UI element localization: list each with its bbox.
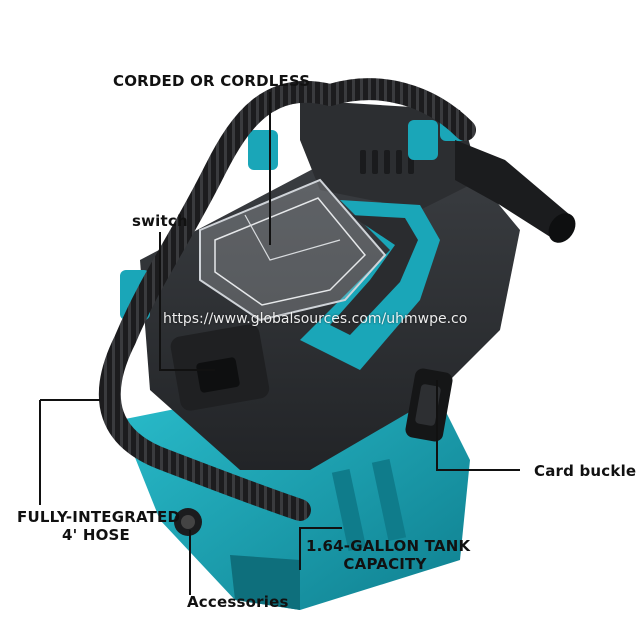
power-switch [170, 324, 270, 411]
watermark-text: https://www.globalsources.com/uhmwpe.co [163, 311, 468, 327]
accessory-port [174, 508, 202, 536]
label-tank-line1: 1.64-GALLON TANK [306, 537, 471, 555]
label-hose: FULLY-INTEGRATED 4' HOSE [17, 508, 181, 544]
label-tank-line2: CAPACITY [343, 555, 427, 573]
callout-lines [39, 92, 520, 595]
carry-handle [300, 200, 440, 370]
label-tank-capacity: 1.64-GALLON TANK CAPACITY [306, 537, 471, 573]
hose-nozzle [455, 140, 576, 243]
hose [98, 78, 476, 521]
card-buckle-latch [405, 368, 453, 442]
label-hose-line2: 4' HOSE [61, 526, 130, 544]
battery-cover [199, 178, 387, 322]
label-hose-line1: FULLY-INTEGRATED [17, 508, 181, 526]
label-card-buckle: Card buckle [534, 462, 637, 480]
label-corded-or-cordless: CORDED OR CORDLESS [113, 72, 311, 90]
label-accessories: Accessories [187, 593, 289, 611]
label-switch: switch [132, 212, 188, 230]
